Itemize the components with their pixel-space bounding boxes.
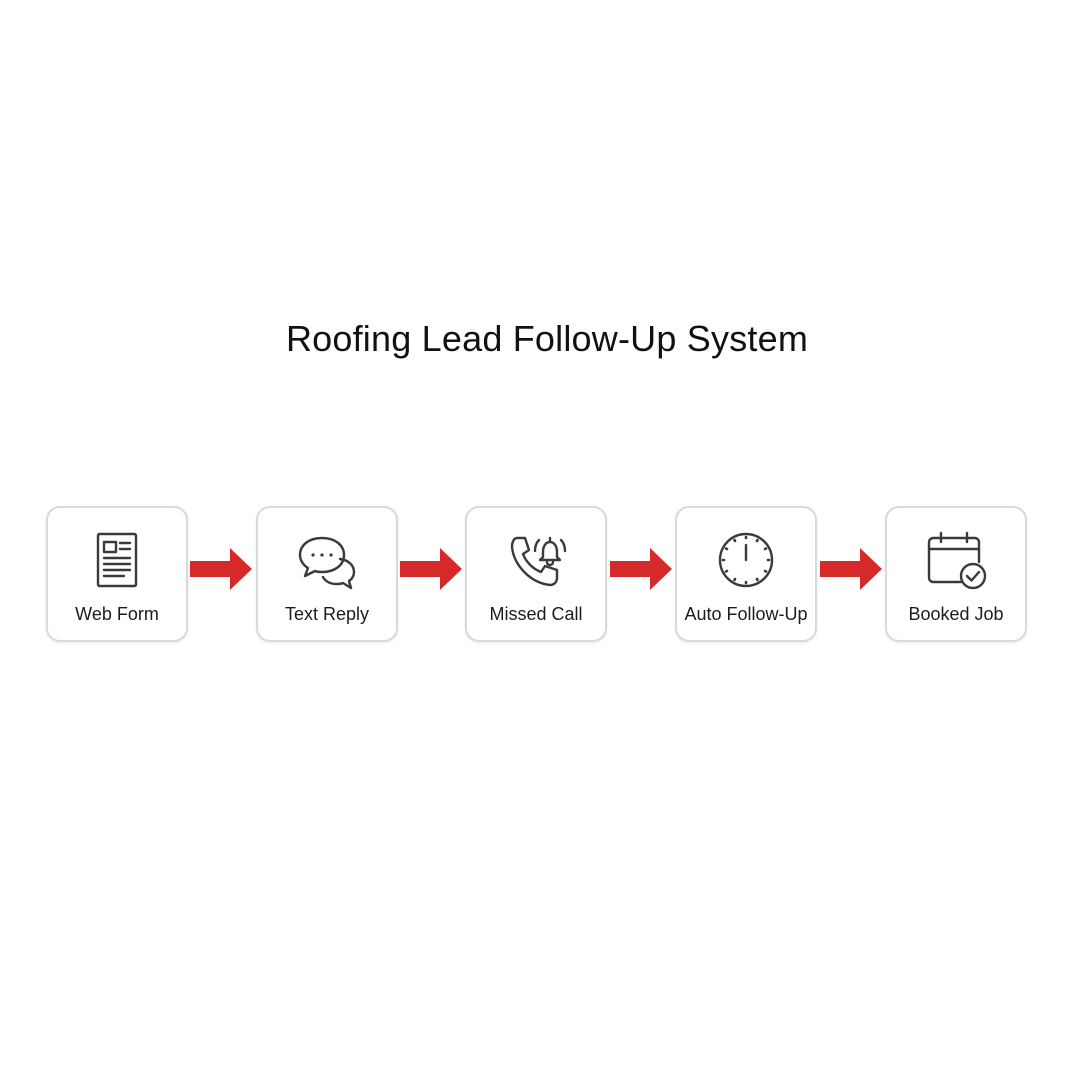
- step-label: Missed Call: [489, 604, 583, 624]
- step-label: Text Reply: [284, 604, 370, 624]
- diagram-title: Roofing Lead Follow-Up System: [285, 318, 809, 359]
- flow-arrow: [610, 546, 672, 592]
- clock-icon: [713, 528, 779, 594]
- chat-bubbles-icon: [294, 528, 360, 594]
- step-auto-follow-up: Auto Follow-Up: [675, 506, 817, 642]
- step-label: Auto Follow-Up: [684, 604, 808, 624]
- flow-arrow: [400, 546, 462, 592]
- step-booked-job: Booked Job: [885, 506, 1027, 642]
- calendar-check-icon: [923, 528, 989, 594]
- form-document-icon: [84, 528, 150, 594]
- step-label: Web Form: [75, 604, 159, 624]
- phone-bell-icon: [503, 528, 569, 594]
- step-text-reply: Text Reply: [256, 506, 398, 642]
- step-missed-call: Missed Call: [465, 506, 607, 642]
- step-web-form: Web Form: [46, 506, 188, 642]
- flow-arrow: [190, 546, 252, 592]
- step-label: Booked Job: [908, 604, 1004, 624]
- flow-arrow: [820, 546, 882, 592]
